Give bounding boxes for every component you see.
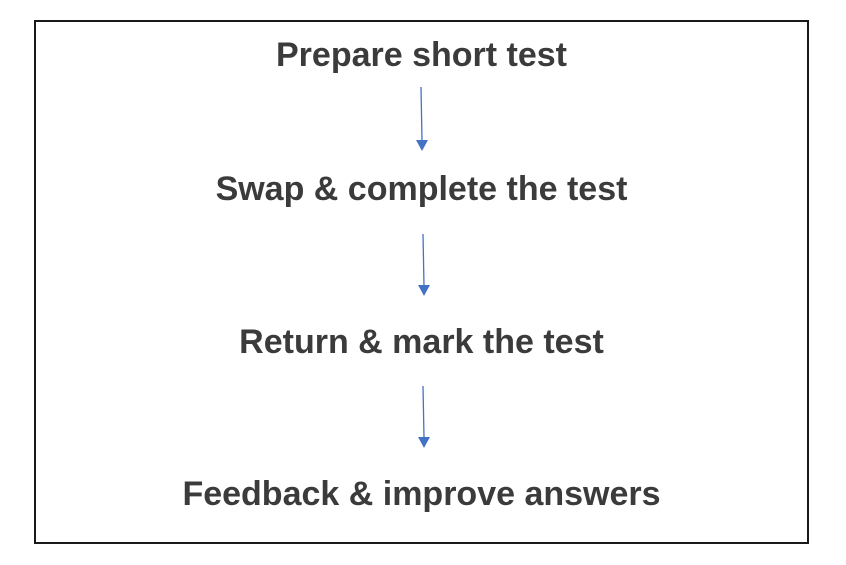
step-return-mark-test: Return & mark the test bbox=[239, 323, 604, 361]
diagram-frame: Prepare short test Swap & complete the t… bbox=[34, 20, 809, 544]
step-feedback-improve-answers: Feedback & improve answers bbox=[182, 475, 661, 513]
step-prepare-short-test: Prepare short test bbox=[276, 36, 567, 74]
arrow-down-icon bbox=[416, 86, 428, 151]
step-swap-complete-test: Swap & complete the test bbox=[215, 170, 628, 208]
arrow-down-icon bbox=[418, 233, 430, 296]
arrow-down-icon bbox=[418, 385, 430, 448]
